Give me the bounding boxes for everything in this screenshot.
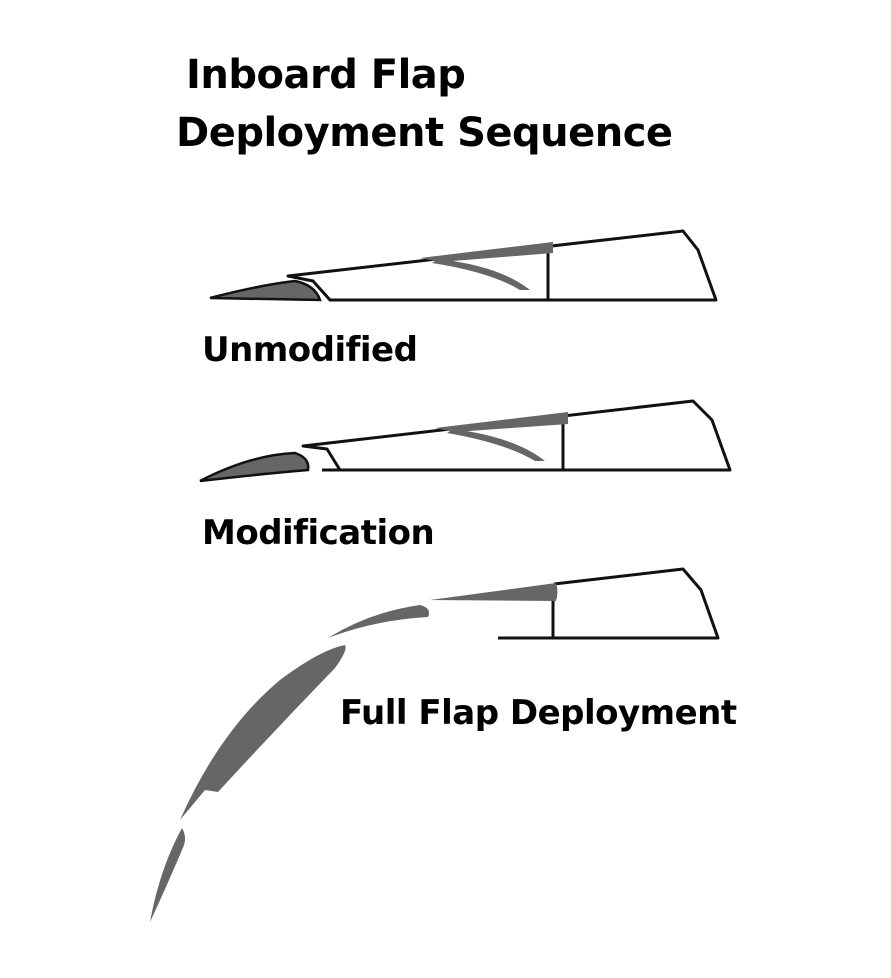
wing-full-deployment [150, 567, 720, 922]
title-line-2: Deployment Sequence [176, 110, 673, 156]
wing-unmodified [209, 229, 718, 302]
wing-modification [199, 399, 732, 483]
flap-segment-2 [180, 645, 346, 820]
vane-unmodified [209, 279, 322, 302]
label-full-flap-deployment: Full Flap Deployment [340, 693, 737, 733]
vane-modification [199, 451, 310, 483]
flap-segment-1 [328, 605, 429, 638]
flap-track-unmodified [420, 242, 553, 262]
label-unmodified: Unmodified [202, 330, 418, 370]
label-modification: Modification [202, 513, 435, 553]
title-line-1: Inboard Flap [186, 52, 466, 98]
flap-segment-3 [150, 828, 185, 922]
